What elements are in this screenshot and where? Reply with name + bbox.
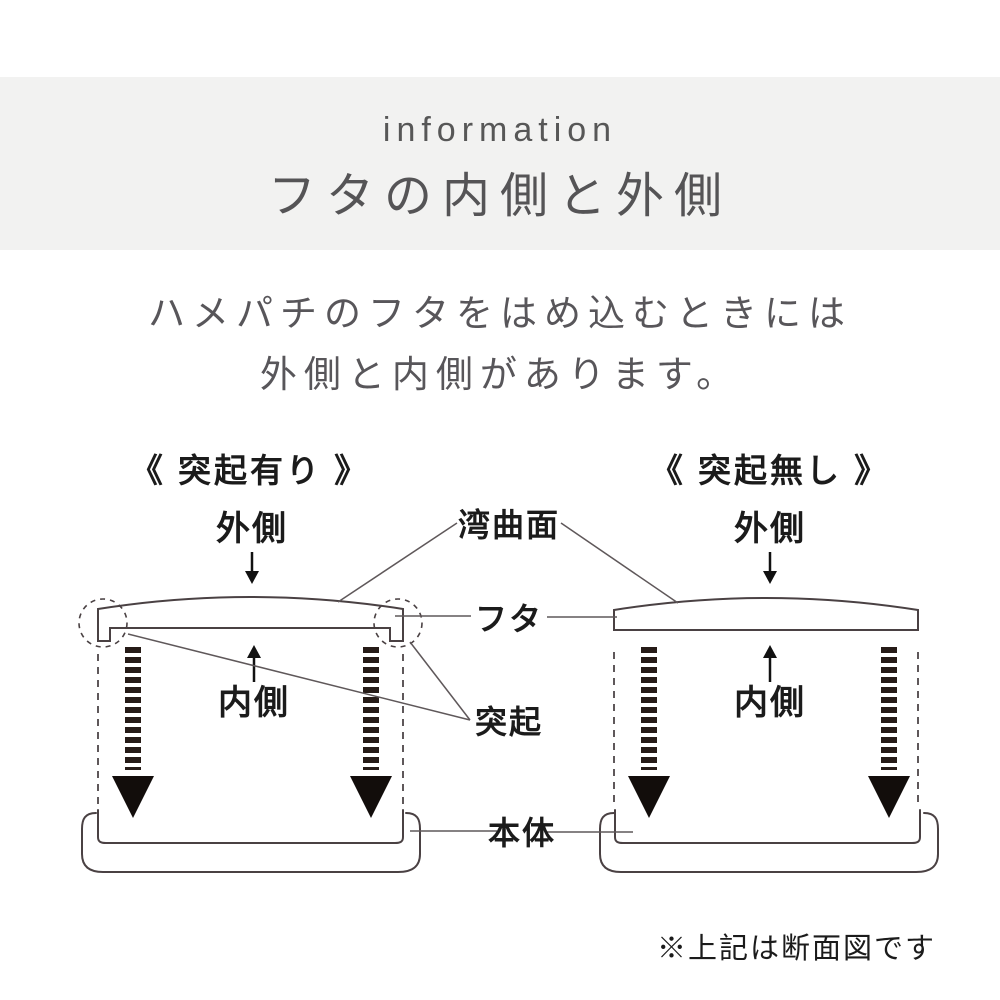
eyebrow-text: information xyxy=(382,111,618,149)
body-label: 本体 xyxy=(488,815,556,851)
cross-section-diagram: 《 突起有り 》 外側 内側 xyxy=(78,452,939,965)
protrusion-circle-left xyxy=(78,598,128,648)
right-down-arrow-icon xyxy=(763,552,777,584)
protrusion-leaders xyxy=(127,633,471,721)
right-inside-label: 内側 xyxy=(734,684,806,722)
left-outside-label: 外側 xyxy=(216,510,288,548)
left-diagram-title: 《 突起有り 》 xyxy=(130,452,370,489)
left-hatched-arrow-right xyxy=(350,647,392,818)
protrusion-label: 突起 xyxy=(475,704,543,740)
lid-leaders xyxy=(395,615,617,618)
right-outside-label: 外側 xyxy=(734,510,806,548)
left-lid-shape xyxy=(97,596,404,642)
right-hatched-arrow-left xyxy=(628,647,670,818)
protrusion-circle-right xyxy=(373,598,423,648)
left-down-arrow-icon xyxy=(245,552,259,584)
body-leaders xyxy=(410,830,633,833)
page-title: フタの内側と外側 xyxy=(267,170,732,223)
curved-surface-leaders xyxy=(337,522,679,604)
intro-text: ハメパチのフタをはめ込むときには 外側と内側があります。 xyxy=(0,283,1000,405)
left-hatched-arrow-left xyxy=(112,647,154,818)
header-band: information フタの内側と外側 xyxy=(0,77,1000,250)
intro-line-1: ハメパチのフタをはめ込むときには xyxy=(148,293,852,334)
cross-section-note: ※上記は断面図です xyxy=(657,932,936,965)
right-body-shape xyxy=(599,809,939,873)
intro-line-2: 外側と内側があります。 xyxy=(259,354,741,395)
left-body-shape xyxy=(81,809,421,873)
right-up-arrow-icon xyxy=(763,645,777,682)
right-hatched-arrow-right xyxy=(868,647,910,818)
left-up-arrow-icon xyxy=(247,645,261,682)
left-inside-label: 内側 xyxy=(218,684,290,722)
lid-label: フタ xyxy=(475,601,543,637)
curved-surface-label: 湾曲面 xyxy=(458,507,560,543)
right-lid-shape xyxy=(613,597,919,631)
right-diagram-title: 《 突起無し 》 xyxy=(650,452,890,489)
